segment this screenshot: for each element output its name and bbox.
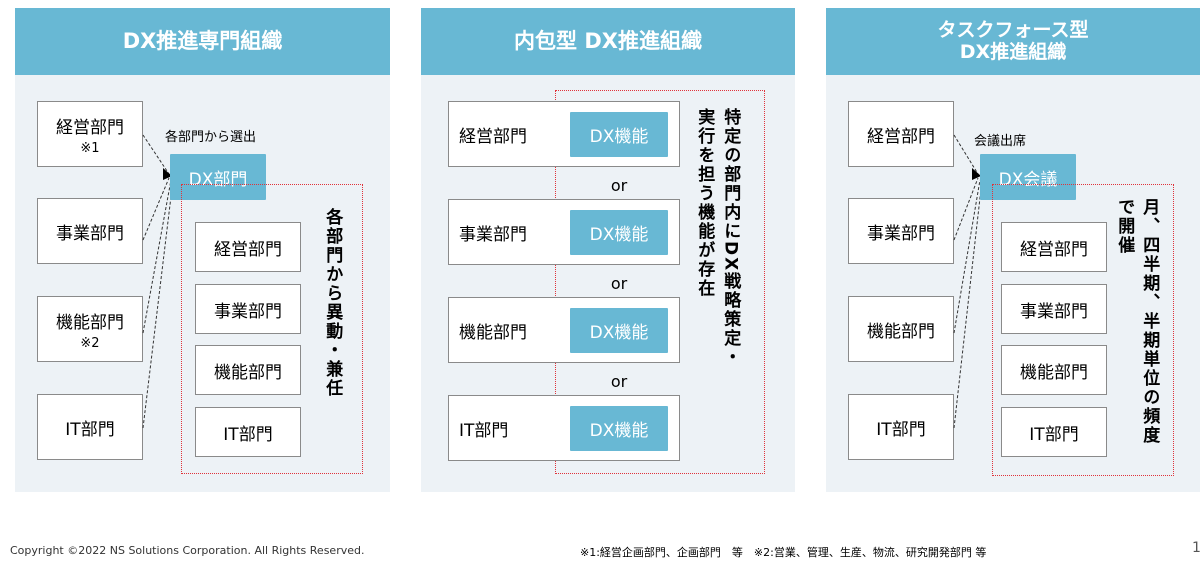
dx-function-tag: DX機能	[570, 210, 668, 255]
or-separator: or	[610, 372, 628, 391]
panel-title: タスクフォース型 DX推進組織	[826, 8, 1200, 75]
dashed-arrows	[953, 134, 983, 429]
dept-box-management: 経営部門 ※1	[37, 101, 143, 167]
dotted-group-outline	[181, 184, 363, 474]
dept-label: 事業部門	[56, 223, 124, 244]
dept-label: 経営部門	[867, 126, 935, 147]
dept-label: IT部門	[1029, 424, 1079, 445]
function-label: DX機能	[589, 323, 649, 343]
side-note: 各部門から異動・兼任	[322, 208, 343, 398]
dept-label: 事業部門	[867, 223, 935, 244]
panel-title: 内包型 DX推進組織	[421, 8, 795, 75]
dept-label: IT部門	[876, 419, 926, 440]
dept-box-function: 機能部門	[848, 296, 954, 362]
dept-label: 経営部門	[1020, 239, 1088, 260]
or-separator: or	[610, 274, 628, 293]
dept-label: 事業部門	[214, 301, 282, 322]
dept-box-business: 事業部門	[37, 198, 143, 264]
inner-dept-box: 機能部門	[195, 345, 301, 395]
inner-dept-box: 経営部門	[195, 222, 301, 272]
dept-label: IT部門	[459, 420, 509, 441]
inner-dept-box: 事業部門	[195, 284, 301, 334]
dashed-arrows	[142, 134, 174, 429]
dept-box-function: 機能部門 ※2	[37, 296, 143, 362]
dept-box-management: 経営部門	[848, 101, 954, 167]
panel-title: DX推進専門組織	[15, 8, 390, 75]
panel-embedded-dx-org: 内包型 DX推進組織 経営部門 DX機能 or 事業部門 DX機能 or 機能部…	[421, 8, 795, 492]
function-label: DX機能	[589, 225, 649, 245]
footnote-marker: ※1	[80, 140, 100, 156]
panel-taskforce-dx-org: タスクフォース型 DX推進組織 経営部門 事業部門 機能部門 IT部門 会議出席…	[826, 8, 1200, 492]
inner-dept-box: IT部門	[1001, 407, 1107, 457]
dx-function-tag: DX機能	[570, 308, 668, 353]
panel-dx-dedicated-org: DX推進専門組織 経営部門 ※1 事業部門 機能部門 ※2 IT部門 各部門から…	[15, 8, 390, 492]
dept-box-business: 事業部門	[848, 198, 954, 264]
dx-meeting-hub: DX会議	[980, 154, 1076, 200]
function-label: DX機能	[589, 421, 649, 441]
dept-label: IT部門	[223, 424, 273, 445]
inner-dept-box: 経営部門	[1001, 222, 1107, 272]
dept-label: 事業部門	[459, 224, 527, 245]
dx-function-tag: DX機能	[570, 112, 668, 157]
side-note-line-2: 実行を担う機能が存在	[694, 108, 715, 298]
title-line-2: DX推進組織	[959, 40, 1067, 63]
footnote-marker: ※2	[80, 335, 100, 351]
dept-label: 機能部門	[459, 322, 527, 343]
dotted-group-outline	[555, 90, 765, 474]
side-note-line-1: 月、四半期、半期単位の頻度	[1139, 198, 1160, 445]
or-separator: or	[610, 176, 628, 195]
side-note-line-2: で開催	[1114, 198, 1135, 255]
connector-label: 各部門から選出	[165, 130, 257, 145]
title-line-1: タスクフォース型	[937, 18, 1089, 41]
inner-dept-box: IT部門	[195, 407, 301, 457]
dept-label: 機能部門	[214, 362, 282, 383]
dept-label: 経営部門	[459, 126, 527, 147]
dept-box-it: IT部門	[848, 394, 954, 460]
dept-label: IT部門	[65, 419, 115, 440]
inner-dept-box: 事業部門	[1001, 284, 1107, 334]
function-label: DX機能	[589, 127, 649, 147]
copyright-text: Copyright ©2022 NS Solutions Corporation…	[10, 544, 365, 557]
side-note-line-1: 特定の部門内にDX戦略策定・	[720, 108, 741, 368]
dept-label: 経営部門	[56, 117, 124, 138]
dept-label: 経営部門	[214, 239, 282, 260]
dotted-group-outline	[992, 184, 1174, 476]
inner-dept-box: 機能部門	[1001, 345, 1107, 395]
connector-label: 会議出席	[974, 134, 1027, 149]
footnotes: ※1:経営企画部門、企画部門 等 ※2:営業、管理、生産、物流、研究開発部門 等	[580, 546, 987, 559]
dept-label: 機能部門	[867, 321, 935, 342]
dept-label: 機能部門	[56, 312, 124, 333]
dept-label: 機能部門	[1020, 362, 1088, 383]
page-number: 1	[1192, 540, 1200, 556]
dept-box-it: IT部門	[37, 394, 143, 460]
dept-label: 事業部門	[1020, 301, 1088, 322]
dx-function-tag: DX機能	[570, 406, 668, 451]
